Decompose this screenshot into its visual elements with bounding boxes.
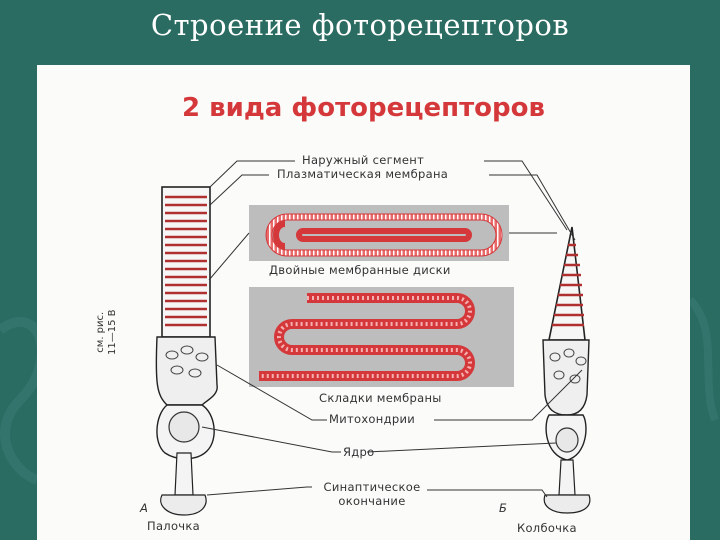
rod-letter: А [140, 501, 149, 515]
cone-name: Колбочка [517, 521, 577, 535]
cone-letter: Б [499, 501, 508, 515]
discs-panel [249, 205, 509, 261]
figure-panel: 2 вида фоторецепторов Наружный сегмент П… [37, 65, 690, 540]
cone-cell [542, 226, 591, 514]
side-note: см. рис. 11—15 В [95, 310, 119, 356]
rod-cell [155, 186, 218, 516]
photoreceptor-diagram [155, 160, 591, 516]
label-plasma-membrane: Плазматическая мембрана [277, 167, 449, 181]
label-nucleus: Ядро [343, 445, 375, 459]
side-note-line1: см. рис. [95, 311, 106, 353]
folds-panel [249, 287, 514, 387]
label-outer-segment: Наружный сегмент [302, 153, 425, 167]
rod-name: Палочка [147, 519, 200, 533]
label-double-discs: Двойные мембранные диски [269, 263, 451, 277]
label-membrane-folds: Складки мембраны [319, 391, 442, 405]
figure-heading: 2 вида фоторецепторов [182, 93, 545, 123]
label-synaptic-line1: Синаптическое [323, 480, 421, 494]
slide-title: Строение фоторецепторов [150, 8, 570, 42]
label-synaptic-ending: Синаптическое окончание [313, 480, 431, 508]
label-synaptic-line2: окончание [338, 494, 406, 508]
label-mitochondria: Митохондрии [329, 412, 415, 426]
side-note-line2: 11—15 В [107, 309, 118, 356]
